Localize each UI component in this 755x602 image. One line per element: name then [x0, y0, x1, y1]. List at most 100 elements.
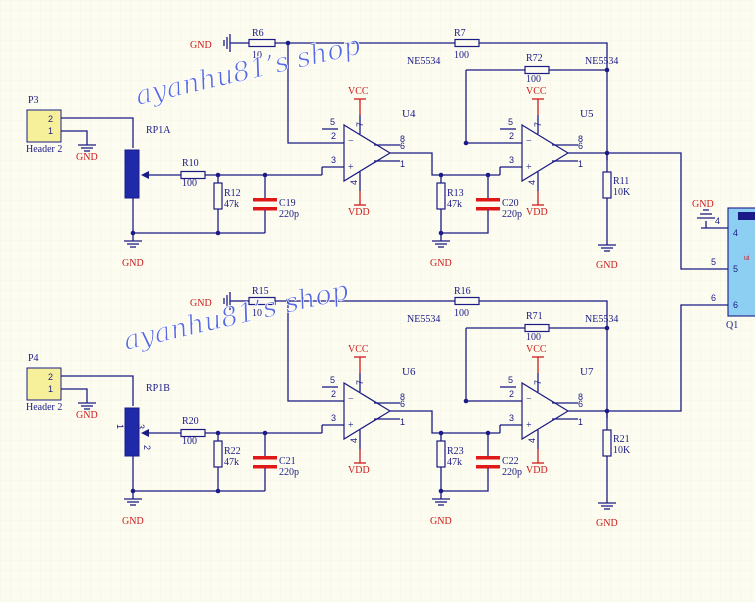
pin-2-label: 2	[331, 389, 336, 399]
bottom-stage-wire	[412, 410, 500, 434]
top-c2-bot	[441, 210, 489, 234]
rp1b-pin-b: 3	[136, 424, 146, 429]
pin-8-label: 8	[578, 392, 583, 402]
top-u2-opamp-body	[521, 123, 570, 183]
top-u2-vdd-label: VDD	[526, 207, 548, 218]
top-rsh2-val: 47k	[447, 199, 462, 210]
pin-4-label: 4	[527, 438, 537, 443]
q1-body	[727, 207, 755, 317]
minus-sign: −	[526, 136, 532, 147]
capacitor-plate	[476, 465, 500, 469]
minus-sign: −	[348, 136, 354, 147]
bottom-rser-ref: R20	[182, 416, 199, 427]
bottom-rgin-val: 10	[252, 308, 262, 319]
bottom-rsh2-val: 47k	[447, 457, 462, 468]
bottom-pot-gnd-label: GND	[122, 516, 144, 527]
bottom-stage-gnd-label: GND	[430, 516, 452, 527]
q1-pin6-label: 6	[733, 300, 738, 310]
top-rfb-val: 100	[526, 74, 541, 85]
pin-1-label: 1	[578, 417, 583, 427]
pin-8-label: 8	[400, 392, 405, 402]
top-rg-gnd-label: GND	[190, 40, 212, 51]
top-header-gnd-label: GND	[76, 152, 98, 163]
bottom-u2-ref: U7	[580, 366, 594, 378]
top-rsh2-ref: R13	[447, 188, 464, 199]
top-fb-wire-1	[479, 42, 608, 160]
top-rgout-ref: R7	[454, 28, 466, 39]
top-rsh1-ref: R12	[224, 188, 241, 199]
plus-sign: +	[348, 420, 354, 431]
pin-2-label: 2	[509, 389, 514, 399]
pin-1-label: 1	[400, 417, 405, 427]
capacitor-plate	[476, 207, 500, 211]
top-rload-val: 10K	[613, 187, 631, 198]
top-rgin-val: 10	[252, 50, 262, 61]
top-rser-ref: R10	[182, 158, 199, 169]
pin-6-label: 6	[578, 141, 583, 151]
top-header-pin2: 2	[48, 114, 53, 124]
bottom-rser-val: 100	[182, 436, 197, 447]
junction-dot	[130, 230, 136, 236]
pin-4-label: 4	[527, 180, 537, 185]
top-header-body	[26, 109, 62, 143]
bottom-u2-part: NE5534	[585, 314, 618, 325]
top-u2-part: NE5534	[585, 56, 618, 67]
pin-5-label: 5	[330, 117, 335, 127]
rp1b-pin-a: 1	[115, 424, 125, 429]
bottom-header-ref: P4	[28, 353, 39, 364]
top-header-type: Header 2	[26, 144, 62, 155]
q1-wire4-label: 4	[715, 216, 720, 226]
top-c2-val: 220p	[502, 209, 522, 220]
bottom-u1-vdd-label: VDD	[348, 465, 370, 476]
pin-1-label: 1	[578, 159, 583, 169]
pin-5-label: 5	[508, 117, 513, 127]
bottom-c2-ref: C22	[502, 456, 519, 467]
top-rgin-ref: R6	[252, 28, 264, 39]
q1-pin5-wire	[607, 152, 728, 270]
minus-sign: −	[348, 394, 354, 405]
junction-dot	[463, 398, 469, 404]
top-c1-val: 220p	[279, 209, 299, 220]
bottom-header-gnd-wire	[61, 388, 88, 395]
bottom-header-pin2: 2	[48, 372, 53, 382]
top-stage-wire	[412, 152, 500, 176]
bottom-rgout-val: 100	[454, 308, 469, 319]
top-u2-ref: U5	[580, 108, 594, 120]
q1-wire5-label: 5	[711, 257, 716, 267]
top-u1-ref: U4	[402, 108, 416, 120]
bottom-rfb-val: 100	[526, 332, 541, 343]
q1-mark: ui	[744, 255, 750, 262]
capacitor-plate	[253, 207, 277, 211]
top-u1-opamp-body	[343, 123, 392, 183]
top-rsh1-val: 47k	[224, 199, 239, 210]
pin-4-label: 4	[349, 438, 359, 443]
top-header-ref: P3	[28, 95, 39, 106]
pin-3-label: 3	[331, 155, 336, 165]
q1-pin4-label: 4	[733, 228, 738, 238]
top-u1-vcc-label: VCC	[348, 86, 369, 97]
bottom-rfb-ref: R71	[526, 311, 543, 322]
q1-gnd-label: GND	[692, 199, 714, 210]
bottom-pot-wiper-arrow	[141, 429, 149, 437]
plus-sign: +	[526, 162, 532, 173]
bottom-c1-ref: C21	[279, 456, 296, 467]
bottom-c2-val: 220p	[502, 467, 522, 478]
bottom-u1-opamp-body	[343, 381, 392, 441]
junction-dot	[215, 230, 221, 236]
pin-6-label: 6	[400, 399, 405, 409]
bottom-signal-wire	[61, 375, 134, 406]
q1-wire6-label: 6	[711, 293, 716, 303]
top-rgout-val: 100	[454, 50, 469, 61]
top-pot-gnd-label: GND	[122, 258, 144, 269]
pin-4-label: 4	[349, 180, 359, 185]
pin-7-label: 7	[355, 380, 365, 385]
rp1b-pin-c: 2	[142, 445, 152, 450]
bottom-rg-gnd-label: GND	[190, 298, 212, 309]
top-rfb-ref: R72	[526, 53, 543, 64]
bottom-rsh2-ref: R23	[447, 446, 464, 457]
pin-6-label: 6	[578, 399, 583, 409]
q1-pin5-label: 5	[733, 264, 738, 274]
top-u1-minus-wire	[287, 43, 322, 144]
pin-3-label: 3	[331, 413, 336, 423]
